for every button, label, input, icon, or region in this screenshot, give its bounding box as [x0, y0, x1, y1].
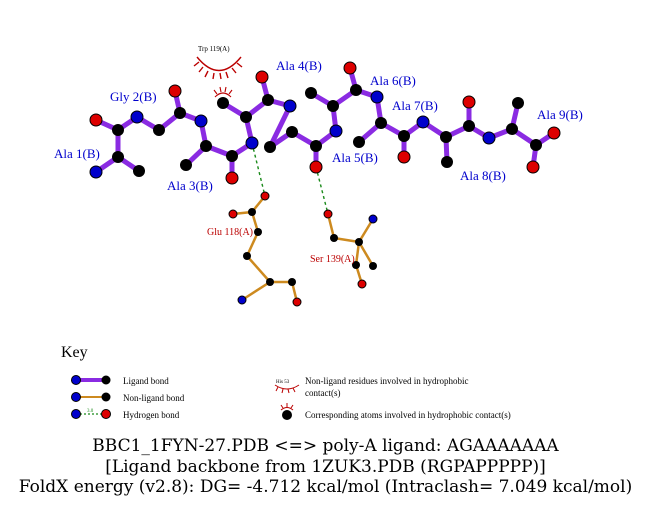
residue-label-gly2: Gly 2(B) — [110, 89, 157, 104]
key-ligand-bond-label: Ligand bond — [123, 376, 169, 386]
key-nonligand-bond-label: Non-ligand bond — [123, 393, 185, 403]
residue-label-ala5: Ala 5(B) — [332, 150, 378, 165]
key-hydrophobic-example: His 53 — [276, 380, 290, 385]
contact-atom-icon — [280, 403, 294, 411]
residue-label-ala3: Ala 3(B) — [167, 178, 213, 193]
key-hbond-label: Hydrogen bond — [123, 410, 180, 420]
key-hydrophobic-atoms-label: Corresponding atoms involved in hydropho… — [305, 410, 511, 420]
caption-line-3: FoldX energy (v2.8): DG= -4.712 kcal/mol… — [18, 477, 633, 497]
trp119-arc-icon — [193, 56, 243, 80]
key-hydrogen-bond: 3.0 Hydrogen bond — [71, 409, 180, 420]
atoms — [89, 61, 561, 307]
residue-label-ala9: Ala 9(B) — [537, 107, 583, 122]
key-hydrophobic-residue-label-2: contact(s) — [305, 388, 340, 398]
key-ligand-bond: Ligand bond — [71, 375, 169, 386]
residue-label-trp119: Trp 119(A) — [198, 45, 230, 53]
residue-label-ala7: Ala 7(B) — [392, 98, 438, 113]
hydrophobic-arc-icon — [274, 384, 300, 394]
residue-label-ala8: Ala 8(B) — [460, 168, 506, 183]
legend-key: Key Ligand bond Non-ligand bond 3.0 Hydr… — [61, 344, 511, 420]
ligand-bonds — [94, 67, 556, 178]
hydrophobic-contacts — [193, 56, 243, 98]
contact-atom-spokes-icon — [213, 86, 233, 98]
residue-label-ala6: Ala 6(B) — [370, 73, 416, 88]
residue-labels: Ala 1(B) Gly 2(B) Ala 3(B) Ala 4(B) Ala … — [54, 45, 583, 265]
caption-line-1: BBC1_1FYN-27.PDB <=> poly-A ligand: AGAA… — [92, 436, 559, 456]
hydrogen-bonds — [251, 142, 329, 215]
key-hydrophobic-atoms: Corresponding atoms involved in hydropho… — [280, 403, 511, 420]
residue-label-ala1: Ala 1(B) — [54, 146, 100, 161]
key-hbond-distance: 3.0 — [87, 409, 94, 414]
key-nonligand-bond: Non-ligand bond — [71, 392, 185, 403]
residue-label-glu118: Glu 118(A) — [207, 227, 253, 238]
residue-label-ser139: Ser 139(A) — [310, 254, 355, 265]
key-hydrophobic-residue-label: Non-ligand residues involved in hydropho… — [305, 376, 468, 386]
residue-label-ala4: Ala 4(B) — [276, 58, 322, 73]
caption-line-2: [Ligand backbone from 1ZUK3.PDB (RGPAPPP… — [105, 457, 546, 477]
key-hydrophobic-residue: His 53 Non-ligand residues involved in h… — [274, 376, 468, 398]
key-title: Key — [61, 344, 88, 361]
